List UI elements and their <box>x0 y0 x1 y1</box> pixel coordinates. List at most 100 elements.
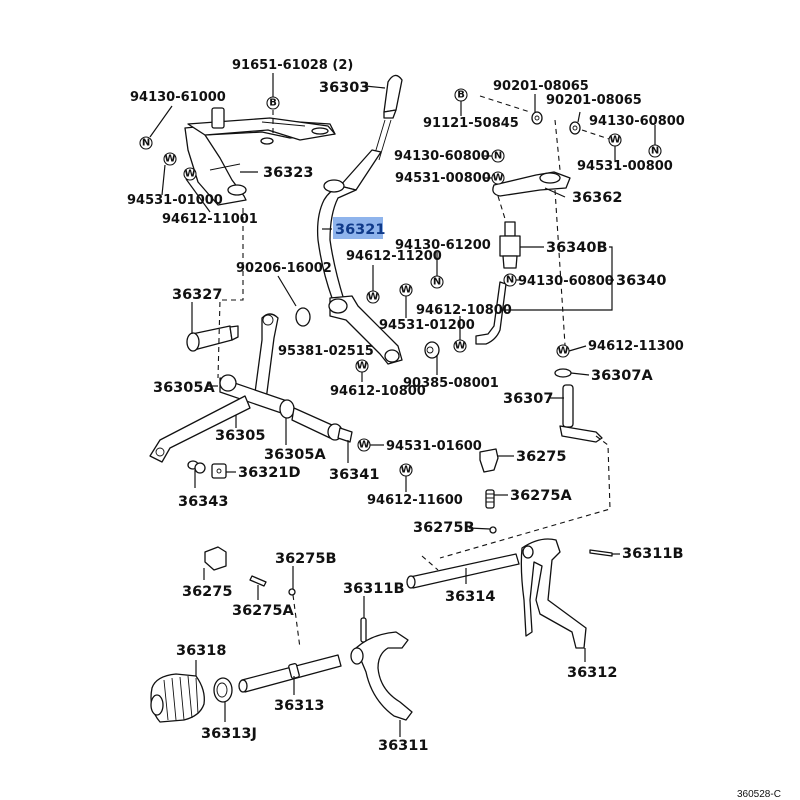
label-36327[interactable]: 36327 <box>172 287 222 303</box>
pin-36327[interactable] <box>186 325 239 352</box>
label-36318[interactable]: 36318 <box>176 643 226 659</box>
svg-text:W: W <box>184 169 195 180</box>
bolt-symbol-91651: B <box>266 96 280 110</box>
label-94612-10800-left[interactable]: 94612-10800 <box>330 384 426 399</box>
clip-36307A[interactable] <box>554 368 572 378</box>
ball-joint-36343[interactable] <box>187 460 206 474</box>
label-94130-60800-left[interactable]: 94130-60800 <box>394 149 490 164</box>
label-36312[interactable]: 36312 <box>567 665 617 681</box>
svg-text:W: W <box>358 440 369 451</box>
label-94612-11001[interactable]: 94612-11001 <box>162 212 258 227</box>
label-90385-08001[interactable]: 90385-08001 <box>403 376 499 391</box>
label-36275A-right[interactable]: 36275A <box>510 488 572 504</box>
pin-36340B[interactable] <box>499 221 521 269</box>
seal-36313J[interactable] <box>213 677 233 703</box>
bushing-36305A[interactable] <box>279 399 295 419</box>
label-36323[interactable]: 36323 <box>263 165 313 181</box>
block-36321D[interactable] <box>211 463 227 479</box>
label-36343[interactable]: 36343 <box>178 494 228 510</box>
label-36313J[interactable]: 36313J <box>201 726 257 742</box>
washer-90201-b[interactable] <box>569 121 581 135</box>
shaft-36314[interactable] <box>406 553 520 589</box>
washer-symbol-94612-10800-right: W <box>453 339 467 353</box>
label-36314[interactable]: 36314 <box>445 589 495 605</box>
label-36275A-left[interactable]: 36275A <box>232 603 294 619</box>
label-90206-16002[interactable]: 90206-16002 <box>236 261 332 276</box>
shift-lever-36321[interactable] <box>316 74 403 365</box>
label-36307A[interactable]: 36307A <box>591 368 653 384</box>
label-36340B[interactable]: 36340B <box>546 240 608 256</box>
plate-36362[interactable] <box>492 171 571 197</box>
label-94612-10800-right[interactable]: 94612-10800 <box>416 303 512 318</box>
label-94130-61200[interactable]: 94130-61200 <box>395 238 491 253</box>
linkage-36305[interactable] <box>149 313 291 463</box>
label-36275-left[interactable]: 36275 <box>182 584 232 600</box>
fork-36312[interactable] <box>520 538 587 649</box>
plug-36275-left[interactable] <box>204 546 227 571</box>
washer-symbol-94612-10800-left: W <box>355 359 369 373</box>
svg-text:N: N <box>651 146 659 157</box>
label-36311B-left[interactable]: 36311B <box>343 581 405 597</box>
label-36321D[interactable]: 36321D <box>238 465 300 481</box>
spring-36275A-left[interactable] <box>249 575 267 587</box>
label-94612-11600[interactable]: 94612-11600 <box>367 493 463 508</box>
pin-36311B-left[interactable] <box>360 617 367 643</box>
leader-lines <box>149 73 656 737</box>
label-91121-50845[interactable]: 91121-50845 <box>423 116 519 131</box>
label-94130-60800-mid[interactable]: 94130-60800 <box>518 274 614 289</box>
bracket-36323[interactable] <box>184 107 336 206</box>
label-94531-01200[interactable]: 94531-01200 <box>379 318 475 333</box>
shaft-36313[interactable] <box>238 654 342 693</box>
nut-90385-08001[interactable] <box>424 341 440 359</box>
svg-text:W: W <box>557 346 568 357</box>
nut-symbol-94130-60800-mid: N <box>503 273 517 287</box>
ball-36275B-right[interactable] <box>489 526 497 534</box>
label-94531-00800-right[interactable]: 94531-00800 <box>577 159 673 174</box>
label-94612-11300[interactable]: 94612-11300 <box>588 339 684 354</box>
washer-90206-16002[interactable] <box>295 307 311 327</box>
rod-36341[interactable] <box>291 407 353 443</box>
washer-symbol-94612-11200: W <box>366 290 380 304</box>
label-94531-01600[interactable]: 94531-01600 <box>386 439 482 454</box>
boot-36318[interactable] <box>150 673 205 723</box>
label-36307[interactable]: 36307 <box>503 391 553 407</box>
label-36311B-right[interactable]: 36311B <box>622 546 684 562</box>
label-36275B-left[interactable]: 36275B <box>275 551 337 567</box>
label-36340[interactable]: 36340 <box>616 273 666 289</box>
label-36321-highlighted[interactable]: 36321 <box>335 222 385 238</box>
washer-symbol-94612-11600: W <box>399 463 413 477</box>
svg-text:N: N <box>506 275 514 286</box>
label-94531-01000[interactable]: 94531-01000 <box>127 193 223 208</box>
washer-90201-a[interactable] <box>531 111 543 125</box>
label-36305A-left[interactable]: 36305A <box>153 380 215 396</box>
lever-36340[interactable] <box>475 281 507 345</box>
diagram-code: 360528-C <box>737 789 781 800</box>
label-36311[interactable]: 36311 <box>378 738 428 754</box>
label-94130-60800-right[interactable]: 94130-60800 <box>589 114 685 129</box>
label-36305[interactable]: 36305 <box>215 428 265 444</box>
label-36341[interactable]: 36341 <box>329 467 379 483</box>
label-95381-02515[interactable]: 95381-02515 <box>278 344 374 359</box>
washer-symbol-94531-01000: W <box>163 152 177 166</box>
label-36275B-right[interactable]: 36275B <box>413 520 475 536</box>
label-90201-08065-b[interactable]: 90201-08065 <box>546 93 642 108</box>
spring-36275A-right[interactable] <box>485 489 495 509</box>
label-36362[interactable]: 36362 <box>572 190 622 206</box>
label-94130-61000[interactable]: 94130-61000 <box>130 90 226 105</box>
label-94612-11200[interactable]: 94612-11200 <box>346 249 442 264</box>
arm-36307[interactable] <box>559 384 603 443</box>
label-36305A-right[interactable]: 36305A <box>264 447 326 463</box>
label-36303[interactable]: 36303 <box>319 80 369 96</box>
svg-text:W: W <box>492 173 503 184</box>
washer-symbol-94531-01600: W <box>357 438 371 452</box>
pin-36311B-right[interactable] <box>589 549 613 557</box>
label-90201-08065-a[interactable]: 90201-08065 <box>493 79 589 94</box>
fork-36311[interactable] <box>350 631 413 721</box>
label-36275-right[interactable]: 36275 <box>516 449 566 465</box>
ball-36275B-left[interactable] <box>288 588 296 596</box>
highlight-box <box>333 217 383 239</box>
label-36313[interactable]: 36313 <box>274 698 324 714</box>
label-94531-00800-left[interactable]: 94531-00800 <box>395 171 491 186</box>
label-91651-61028[interactable]: 91651-61028 (2) <box>232 58 353 73</box>
plug-36275-right[interactable] <box>479 448 499 473</box>
